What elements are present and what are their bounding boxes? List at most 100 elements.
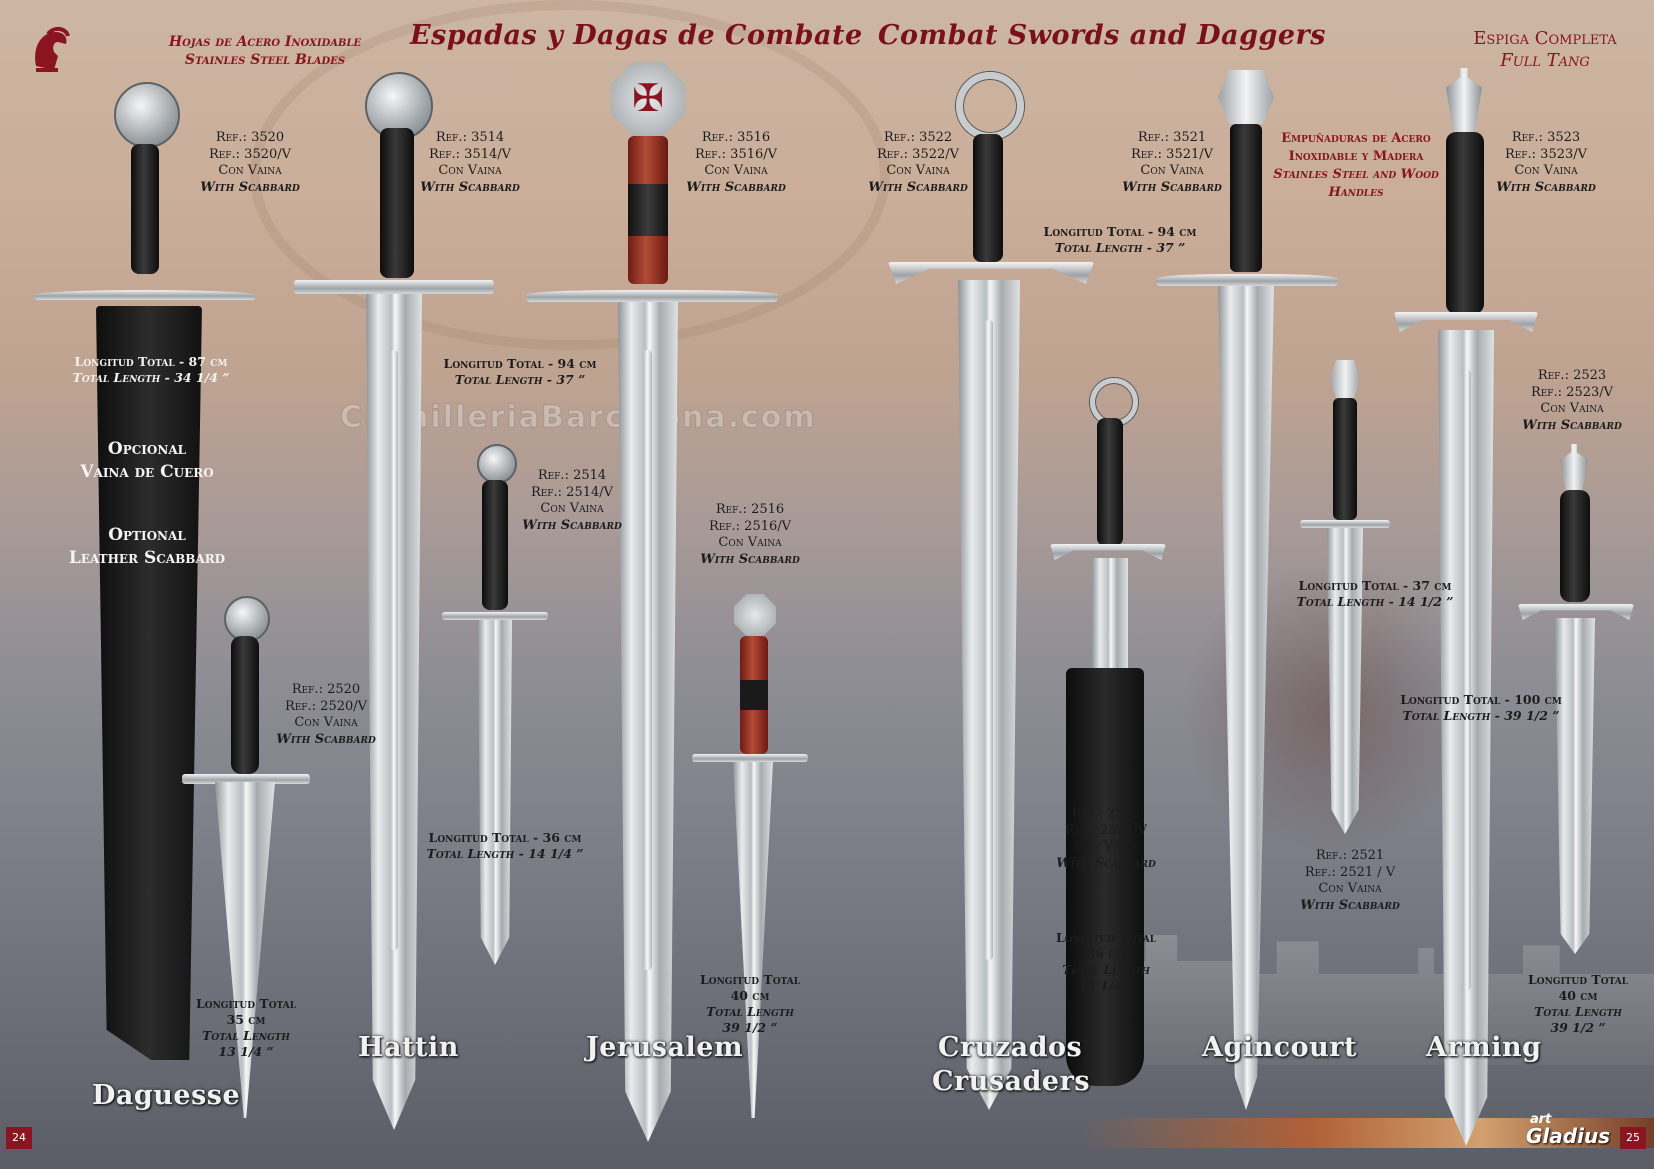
ref-3520: Ref.: 3520 Ref.: 3520/V Con Vaina With S… — [180, 130, 320, 196]
length-3514: Longitud Total - 94 cm Total Length - 37… — [440, 356, 600, 388]
length-2516-in: 39 1/2 ” — [722, 1020, 778, 1035]
length-2523-cm: 40 cm — [1558, 988, 1598, 1003]
ref-2514-code: Ref.: 2514 — [537, 468, 607, 483]
handles-note-1: Empuñaduras de Acero — [1281, 131, 1431, 146]
length-3514-en: Total Length - 37 ” — [454, 372, 586, 387]
length-2523-in: 39 1/2 ” — [1550, 1020, 1606, 1035]
ref-3516-code-v: Ref.: 3516/V — [694, 146, 778, 162]
length-3520-es: Longitud Total - 87 cm — [74, 354, 228, 369]
guard-3521 — [1156, 274, 1338, 286]
length-2521-es: Longitud Total - 37 cm — [1298, 578, 1452, 593]
ref-3521-vaina: Con Vaina — [1140, 163, 1204, 178]
ref-3523-code-v: Ref.: 3523/V — [1504, 146, 1588, 162]
length-3523: Longitud Total - 100 cm Total Length - 3… — [1396, 692, 1566, 724]
ref-2522: Ref.: 2522 Ref.: 2522/V Con Vaina With S… — [1046, 806, 1166, 872]
ref-3523-scabbard: With Scabbard — [1496, 179, 1596, 195]
background-seal — [250, 0, 890, 350]
ref-2516-vaina: Con Vaina — [718, 535, 782, 550]
ref-3522-scabbard: With Scabbard — [868, 179, 968, 195]
length-2520-es: Longitud Total — [195, 996, 297, 1011]
fuller-3523 — [1463, 370, 1471, 990]
ref-3522-code: Ref.: 3522 — [883, 130, 953, 145]
handles-note: Empuñaduras de Acero Inoxidable y Madera… — [1268, 130, 1444, 202]
pommel-2523 — [1560, 444, 1588, 490]
length-2522-en: Total Length — [1062, 962, 1150, 977]
ref-3522-code-v: Ref.: 3522/V — [876, 146, 960, 162]
product-name-hattin: Hattin — [358, 1032, 459, 1063]
guard-2523 — [1518, 604, 1634, 620]
product-name-daguesse: Daguesse — [92, 1080, 241, 1111]
length-2522-cm: 36 cm — [1086, 946, 1126, 961]
length-3523-en: Total Length - 39 1/2 ” — [1402, 708, 1560, 723]
length-3522: Longitud Total - 94 cm Total Length - 37… — [1040, 224, 1200, 256]
ref-3523-code: Ref.: 3523 — [1511, 130, 1581, 145]
guard-3516 — [526, 290, 778, 302]
length-2514-es: Longitud Total - 36 cm — [428, 830, 582, 845]
length-3520: Longitud Total - 87 cm Total Length - 34… — [66, 354, 236, 386]
scabbard-2522 — [1066, 668, 1144, 1086]
ref-2523: Ref.: 2523 Ref.: 2523/V Con Vaina With S… — [1512, 368, 1632, 434]
ref-3521-scabbard: With Scabbard — [1122, 179, 1222, 195]
ref-3520-scabbard: With Scabbard — [200, 179, 300, 195]
grip-3520 — [131, 144, 159, 274]
grip-3522 — [973, 134, 1003, 262]
blade-2516 — [733, 762, 773, 1118]
tang-label-en: Full Tang — [1500, 50, 1590, 71]
length-2516-cm: 40 cm — [730, 988, 770, 1003]
length-2520-in: 13 1/4 ” — [218, 1044, 274, 1059]
ref-2520: Ref.: 2520 Ref.: 2520/V Con Vaina With S… — [266, 682, 386, 748]
ref-3520-vaina: Con Vaina — [218, 163, 282, 178]
length-2523-es: Longitud Total — [1527, 972, 1629, 987]
blade-2521 — [1327, 528, 1363, 834]
ref-3516-vaina: Con Vaina — [704, 163, 768, 178]
grip-wrap-2516 — [740, 680, 768, 710]
grip-2520 — [231, 636, 259, 774]
length-2520-en: Total Length — [202, 1028, 290, 1043]
ref-3516-code: Ref.: 3516 — [701, 130, 771, 145]
product-name-jerusalem: Jerusalem — [586, 1032, 744, 1063]
ref-2521-scabbard: With Scabbard — [1300, 897, 1400, 913]
ref-2523-scabbard: With Scabbard — [1522, 417, 1622, 433]
length-2516: Longitud Total 40 cm Total Length 39 1/2… — [690, 972, 810, 1036]
guard-3514 — [294, 280, 494, 294]
guard-2521 — [1300, 520, 1390, 528]
length-2514-en: Total Length - 14 1/4 ” — [426, 846, 584, 861]
leather-scabbard — [96, 306, 202, 1060]
blade-2520 — [215, 782, 275, 1118]
page-number-right: 25 — [1620, 1127, 1646, 1149]
ref-3522: Ref.: 3522 Ref.: 3522/V Con Vaina With S… — [858, 130, 978, 196]
ref-2522-code: Ref.: 2522 — [1071, 806, 1141, 821]
ref-3516-scabbard: With Scabbard — [686, 179, 786, 195]
ref-3520-code-v: Ref.: 3520/V — [208, 146, 292, 162]
ref-3522-vaina: Con Vaina — [886, 163, 950, 178]
handles-note-4: Handles — [1328, 185, 1384, 200]
guard-3523 — [1394, 312, 1538, 332]
ref-2522-vaina: Con Vaina — [1074, 839, 1138, 854]
helmet-logo-icon — [28, 26, 72, 74]
ref-3520-code: Ref.: 3520 — [215, 130, 285, 145]
ref-2520-code: Ref.: 2520 — [291, 682, 361, 697]
length-3522-en: Total Length - 37 ” — [1054, 240, 1186, 255]
brand-small: art — [1530, 1112, 1552, 1127]
ref-2516-code: Ref.: 2516 — [715, 502, 785, 517]
length-2521: Longitud Total - 37 cm Total Length - 14… — [1290, 578, 1460, 610]
ref-3521: Ref.: 3521 Ref.: 3521/V Con Vaina With S… — [1112, 130, 1232, 196]
ref-2523-code-v: Ref.: 2523/V — [1530, 384, 1614, 400]
grip-3521 — [1230, 124, 1262, 272]
length-2516-en: Total Length — [706, 1004, 794, 1019]
ref-2514-code-v: Ref.: 2514/V — [530, 484, 614, 500]
handles-note-3: Stainles Steel and Wood — [1273, 167, 1439, 182]
guard-2514 — [442, 612, 548, 620]
fuller-3522 — [984, 320, 993, 960]
ref-2523-code: Ref.: 2523 — [1537, 368, 1607, 383]
ref-3514-code: Ref.: 3514 — [435, 130, 505, 145]
page-title-es: Espadas y Dagas de Combate — [410, 20, 863, 51]
ref-2516-code-v: Ref.: 2516/V — [708, 518, 792, 534]
length-2523-en: Total Length — [1534, 1004, 1622, 1019]
length-2520-cm: 35 cm — [226, 1012, 266, 1027]
ref-3514-code-v: Ref.: 3514/V — [428, 146, 512, 162]
guard-2516 — [692, 754, 808, 762]
length-2522-es: Longitud Total — [1055, 930, 1157, 945]
ref-2514-scabbard: With Scabbard — [522, 517, 622, 533]
ref-2514-vaina: Con Vaina — [540, 501, 604, 516]
